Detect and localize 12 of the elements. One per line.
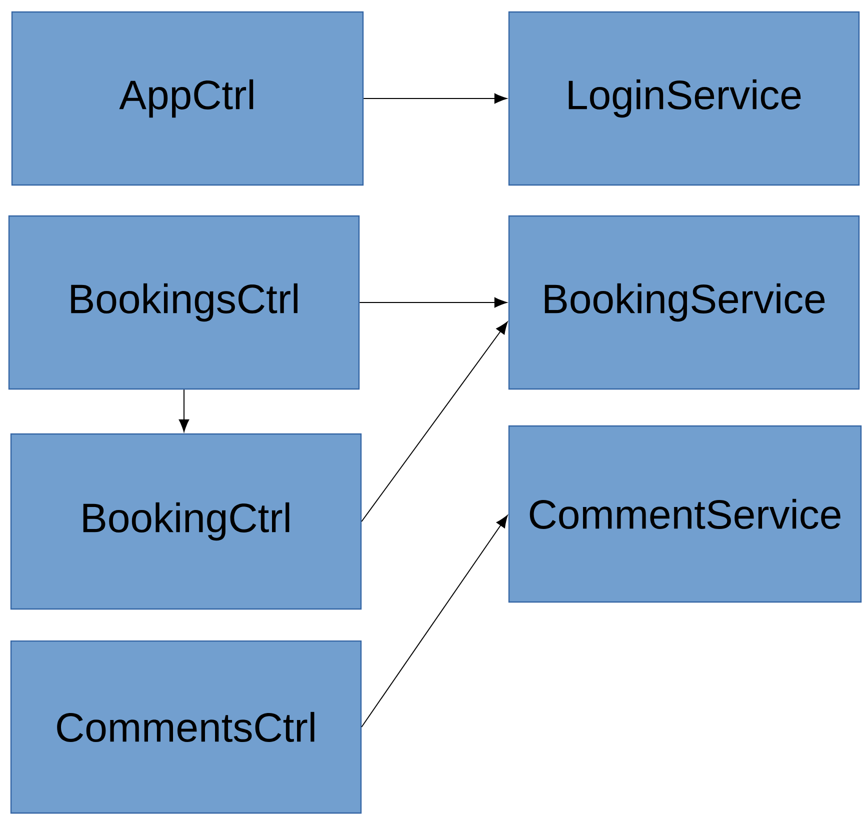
process-box: LoginService: [508, 11, 860, 186]
arrow: [359, 297, 507, 308]
process-box: CommentsCtrl: [10, 640, 362, 814]
arrow: [363, 93, 507, 104]
arrow: [361, 515, 508, 728]
process-box: AppCtrl: [11, 11, 364, 186]
process-box: BookingCtrl: [10, 433, 362, 610]
process-box: BookingsCtrl: [8, 215, 360, 390]
process-box: CommentService: [508, 425, 862, 603]
arrow: [178, 389, 190, 432]
process-box: BookingService: [508, 215, 860, 390]
arrow: [361, 322, 508, 522]
